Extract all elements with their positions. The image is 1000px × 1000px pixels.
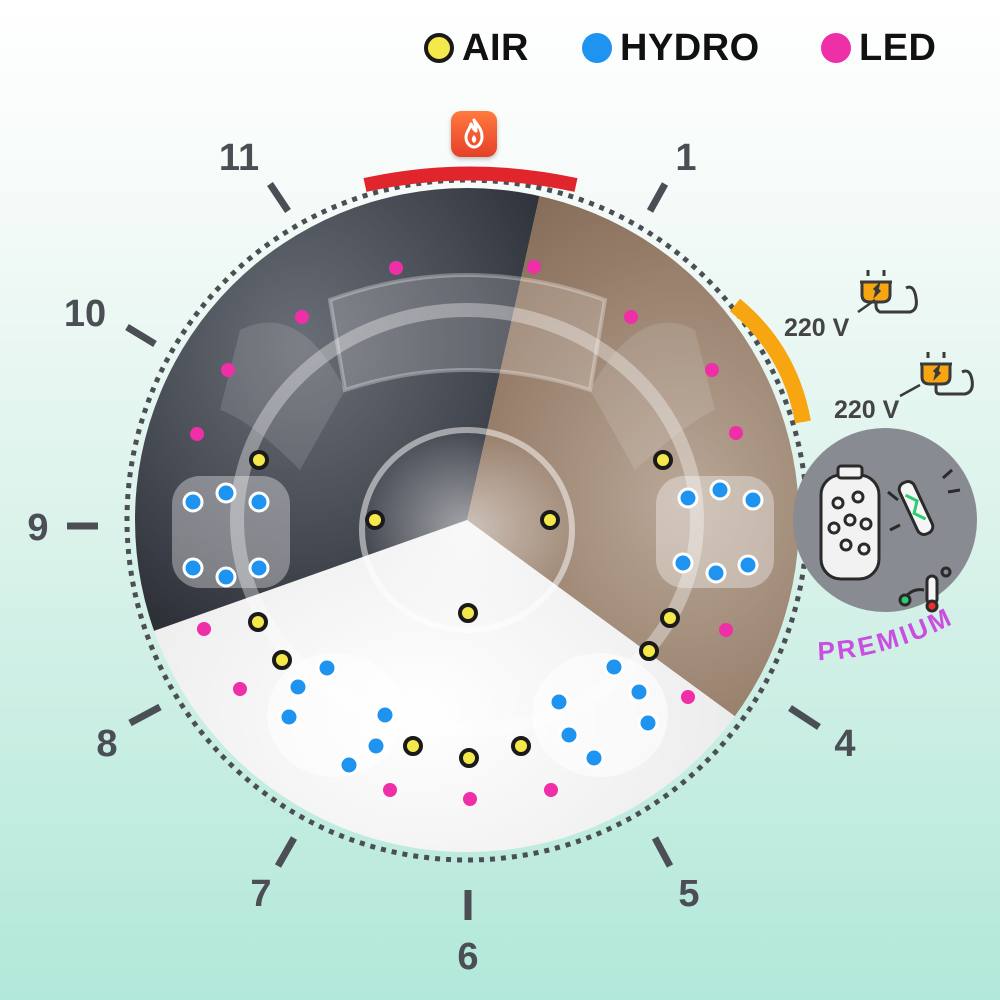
air-dot [639,641,659,661]
tick-5 [651,836,674,868]
clock-ticks [67,182,821,920]
hydro-dot [182,491,204,513]
air-dot [660,608,680,628]
top-seat [327,273,608,393]
hydro-dot [583,747,605,769]
led-dot [221,363,235,377]
clock-label-7: 7 [250,873,272,915]
clock-label-1: 1 [675,137,697,179]
legend-item-led: LED [821,22,937,74]
led-dot [197,622,211,636]
plug-icon [860,270,918,314]
led-dot [463,792,477,806]
clock-label-11: 11 [218,137,260,179]
tick-11 [267,182,291,213]
hydro-dot [365,735,387,757]
plug-icon [920,352,974,396]
sand-filter-icon [819,464,881,581]
hydro-dot [548,691,570,713]
clock-label-8: 8 [96,723,118,765]
hydro-dot [737,554,759,576]
hydro-dot [215,566,237,588]
air-dot [272,650,292,670]
hydro-dot [603,656,625,678]
hydro-dot [677,487,699,509]
air-dot [403,736,423,756]
led-dot [624,310,638,324]
temperature-sensor-icon [898,566,952,613]
hydro-dot [628,681,650,703]
tick-8 [128,703,162,727]
hydro-dot [215,482,237,504]
hydro-dot [338,754,360,776]
hydro-dot-icon [582,33,612,63]
led-dot [383,783,397,797]
air-dot [248,612,268,632]
hydro-dot [248,557,270,579]
led-dot [544,783,558,797]
clock-label-5: 5 [678,873,700,915]
clock-label-4: 4 [834,723,856,765]
legend-label-air: AIR [462,26,529,69]
air-dot [459,748,479,768]
hydro-dot [705,562,727,584]
air-dot [365,510,385,530]
hydro-dot [742,489,764,511]
air-dot [249,450,269,470]
flame-icon [451,111,497,157]
hydro-dot [182,557,204,579]
led-dot [719,623,733,637]
power-arc [729,298,811,424]
clock-label-10: 10 [63,293,107,335]
hydro-dot [558,724,580,746]
hydro-dot [248,491,270,513]
power-label-2: 220 V [834,396,900,424]
led-jets [190,260,743,806]
power-label-1: 220 V [784,314,850,342]
led-dot [681,690,695,704]
air-dot [540,510,560,530]
clock-label-6: 6 [457,936,479,978]
led-dot [705,363,719,377]
hydro-dot [278,706,300,728]
legend-label-led: LED [859,26,937,69]
hydro-dot [374,704,396,726]
hydro-dot [672,552,694,574]
led-dot [190,427,204,441]
tick-4 [788,705,821,730]
tick-1 [646,182,669,213]
legend-item-air: AIR [424,22,529,74]
footwell [359,427,575,633]
led-dot-icon [821,33,851,63]
hydro-dot [316,657,338,679]
tick-10 [125,324,157,347]
hydro-dot [287,676,309,698]
hydro-dot [709,479,731,501]
air-dot [653,450,673,470]
tub-sector-brown [467,188,799,820]
heater-arc [363,166,578,192]
led-dot [729,426,743,440]
air-jets [248,450,680,768]
clock-label-9: 9 [27,507,49,549]
air-dot-icon [424,33,454,63]
hydro-jets [182,479,764,776]
led-dot [295,310,309,324]
led-dot [389,261,403,275]
legend-label-hydro: HYDRO [620,26,760,69]
air-dot [458,603,478,623]
hydro-dot [637,712,659,734]
air-dot [511,736,531,756]
legend: AIR HYDRO LED [0,22,1000,74]
legend-item-hydro: HYDRO [582,22,760,74]
premium-equipment-badge [793,428,977,613]
uv-lamp-icon [887,468,961,536]
led-dot [527,260,541,274]
led-dot [233,682,247,696]
tick-7 [274,836,298,868]
tub-sector-white [135,520,740,852]
